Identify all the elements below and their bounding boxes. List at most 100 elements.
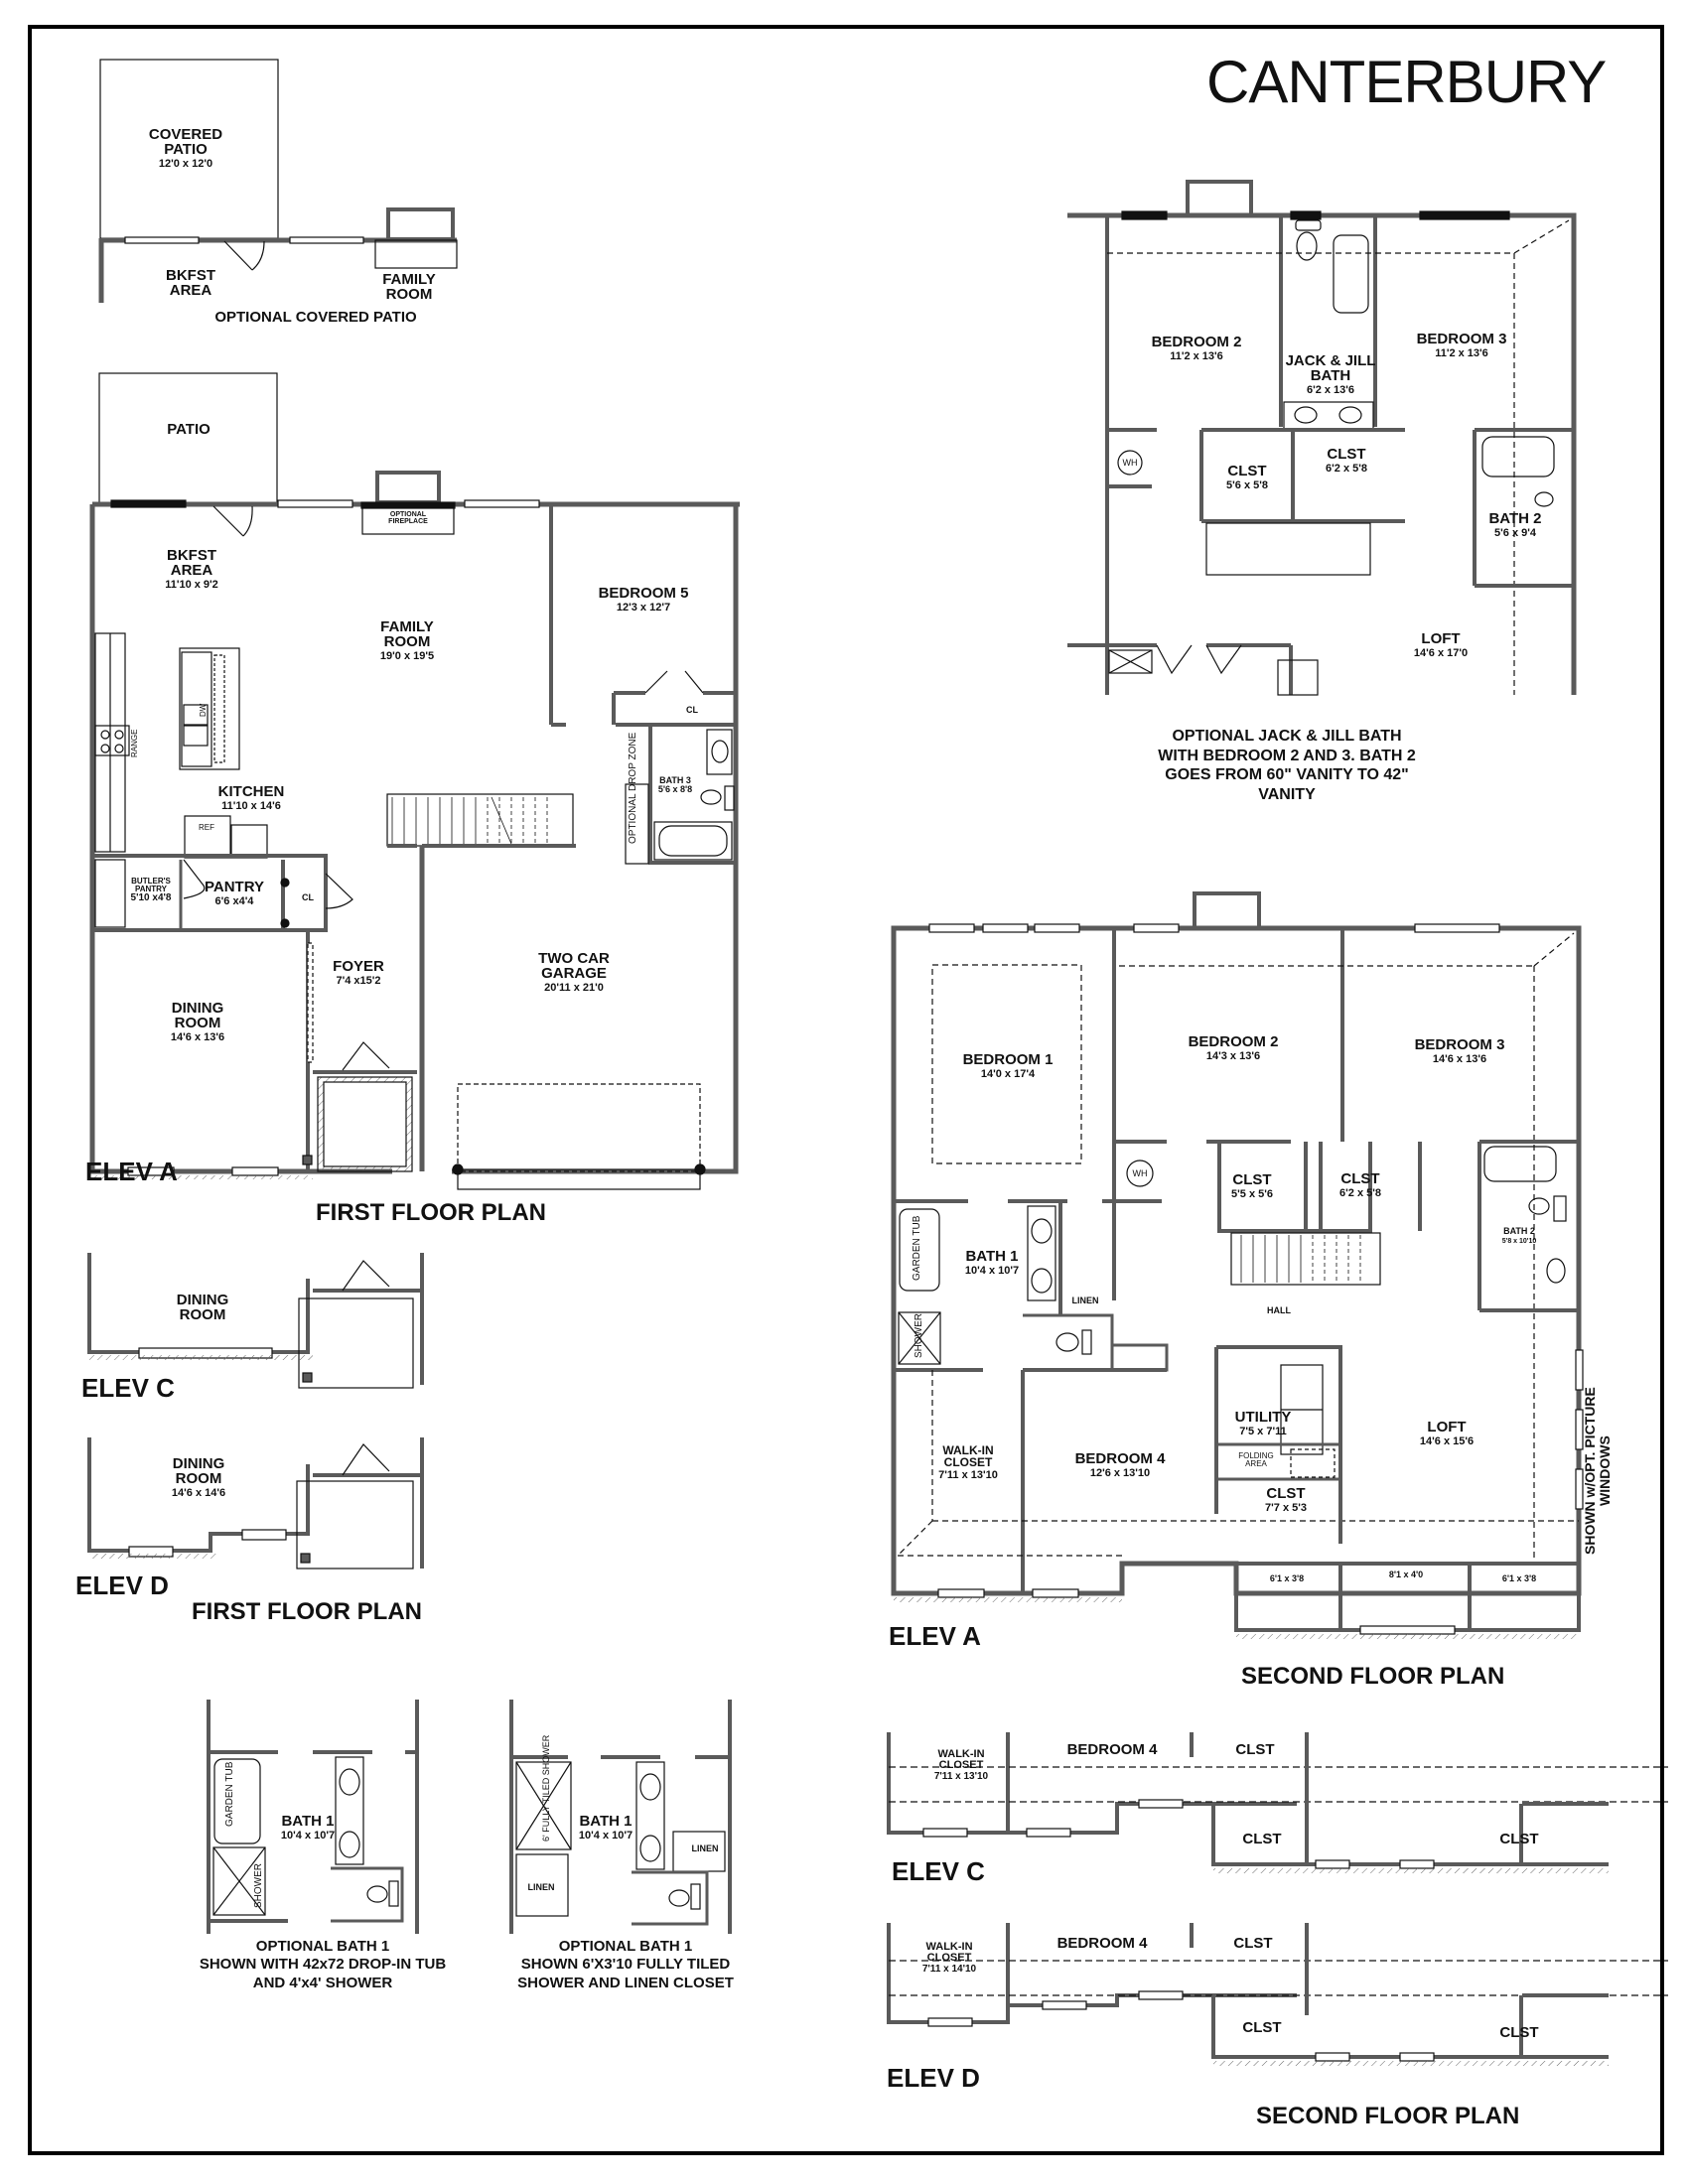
bedroom1-label: BEDROOM 1 14'0 x 17'4: [963, 1052, 1054, 1080]
shower-label: SHOWER: [253, 1863, 264, 1908]
bedroom1-dims: 14'0 x 17'4: [980, 1068, 1036, 1080]
utility-name: UTILITY: [1234, 1409, 1292, 1426]
bkfst-line2: AREA: [169, 282, 212, 299]
foyer-name: FOYER: [333, 958, 384, 975]
bath-option2-label: BATH 1 10'4 x 10'7: [579, 1814, 633, 1842]
elev-d-dining-line1: DINING: [172, 1455, 225, 1472]
jj-bedroom3-name: BEDROOM 3: [1416, 331, 1507, 347]
elev-d-walkin-dims: 7'11 x 14'10: [921, 1964, 977, 1975]
clst-c-dims: 7'7 x 5'3: [1265, 1502, 1307, 1514]
butlers-line1: BUTLER'S: [131, 877, 171, 886]
covered-patio-name-2: PATIO: [164, 141, 208, 158]
closet-mid-dims: 8'1 x 4'0: [1388, 1570, 1424, 1579]
bedroom3-name: BEDROOM 3: [1414, 1036, 1505, 1053]
folding-line1: FOLDING: [1238, 1451, 1274, 1460]
jj-bedroom3-dims: 11'2 x 13'6: [1435, 347, 1488, 359]
kitchen-label: KITCHEN 11'10 x 14'6: [218, 784, 285, 812]
bedroom2-dims: 14'3 x 13'6: [1205, 1050, 1261, 1062]
bath-option2-name: BATH 1: [579, 1813, 633, 1830]
butlers-pantry-label: BUTLER'S PANTRY 5'10 x4'8: [131, 878, 172, 903]
first-elev-d-label: ELEV D: [75, 1570, 169, 1600]
fireplace-line1: OPTIONAL: [389, 511, 427, 518]
bath3-dims: 5'6 x 8'8: [657, 784, 693, 794]
family-room-label: FAMILY ROOM 19'0 x 19'5: [380, 619, 434, 662]
covered-patio-label: COVERED PATIO 12'0 x 12'0: [149, 127, 222, 170]
loft-dims: 14'6 x 15'6: [1419, 1435, 1475, 1447]
elev-c-walkin-line2: CLOSET: [938, 1759, 984, 1771]
clst-b-label: CLST 6'2 x 5'8: [1339, 1171, 1381, 1199]
elev-d-dining-label: DINING ROOM 14'6 x 14'6: [172, 1456, 225, 1499]
garage-line1: TWO CAR: [538, 950, 610, 967]
covered-patio-name-1: COVERED: [148, 126, 223, 143]
bath3-name: BATH 3: [659, 775, 691, 785]
clst-c-name: CLST: [1266, 1485, 1306, 1502]
picture-windows-note-2: WINDOWS: [1597, 1435, 1614, 1506]
bkfst-line1: BKFST: [166, 267, 215, 284]
bedroom2-name: BEDROOM 2: [1188, 1033, 1279, 1050]
linen1-label: LINEN: [527, 1882, 555, 1892]
optional-covered-patio-caption: OPTIONAL COVERED PATIO: [214, 309, 417, 326]
pantry-label: PANTRY 6'6 x4'4: [205, 880, 264, 907]
drop-zone-line1: OPTIONAL: [628, 793, 638, 844]
second-floor-elev-c-d-drawing: [887, 1732, 1668, 2066]
jj-bath-line2: BATH: [1310, 367, 1351, 384]
bedroom5-dims: 12'3 x 12'7: [616, 602, 671, 614]
bath3-label: BATH 3 5'6 x 8'8: [658, 776, 692, 794]
water-heater-label: WH: [1132, 1168, 1148, 1178]
bkfst-area-line1: BKFST: [167, 547, 216, 564]
jj-bath2-label: BATH 2 5'6 x 9'4: [1488, 511, 1541, 539]
garden-tub-2-label: GARDEN TUB: [912, 1215, 922, 1281]
bedroom2-label: BEDROOM 2 14'3 x 13'6: [1189, 1034, 1279, 1062]
folding-area-label: FOLDING AREA: [1238, 1452, 1274, 1468]
closet-left-dims: 6'1 x 3'8: [1269, 1573, 1305, 1583]
utility-label: UTILITY 7'5 x 7'11: [1235, 1410, 1292, 1437]
bath-option1-label: BATH 1 10'4 x 10'7: [281, 1814, 335, 1842]
jj-clst1-label: CLST 5'6 x 5'8: [1226, 464, 1268, 491]
jj-loft-dims: 14'6 x 17'0: [1413, 647, 1469, 659]
elev-c-bedroom4-label: BEDROOM 4: [1066, 1741, 1158, 1758]
jj-note-3: GOES FROM 60" VANITY TO 42": [1165, 766, 1409, 784]
jj-bath2-name: BATH 2: [1488, 510, 1542, 527]
bath1-name: BATH 1: [965, 1248, 1019, 1265]
family-room-line2: ROOM: [383, 633, 431, 650]
bath-option1-dims: 10'4 x 10'7: [280, 1830, 336, 1842]
jj-clst2-dims: 6'2 x 5'8: [1326, 463, 1367, 475]
pantry-dims: 6'6 x4'4: [214, 895, 254, 907]
first-floor-elev-c-d-drawing: [87, 1253, 424, 1570]
dining-line2: ROOM: [174, 1015, 221, 1031]
foyer-label: FOYER 7'4 x15'2: [333, 959, 384, 987]
bath1-label: BATH 1 10'4 x 10'7: [965, 1249, 1019, 1277]
jj-bath-dims: 6'2 x 13'6: [1306, 384, 1355, 396]
second-floor-elev-a-label: ELEV A: [889, 1621, 981, 1651]
bedroom5-label: BEDROOM 5 12'3 x 12'7: [599, 586, 689, 614]
bedroom3-label: BEDROOM 3 14'6 x 13'6: [1415, 1037, 1505, 1065]
optional-jack-jill-drawing: [1067, 180, 1577, 696]
picture-windows-note: SHOWN w/OPT. PICTURE WINDOWS: [1582, 1387, 1614, 1555]
bath1-dims: 10'4 x 10'7: [964, 1265, 1020, 1277]
elev-d-clst-right-label: CLST: [1499, 2024, 1539, 2041]
loft-label: LOFT 14'6 x 15'6: [1420, 1420, 1474, 1447]
linen2-label: LINEN: [691, 1843, 719, 1853]
garage-label: TWO CAR GARAGE 20'11 x 21'0: [538, 951, 610, 994]
elev-d-dining-dims: 14'6 x 14'6: [171, 1487, 226, 1499]
jj-bath2-dims: 5'6 x 9'4: [1494, 527, 1536, 539]
elev-d-clst-top-label: CLST: [1233, 1935, 1273, 1952]
bath-option2-caption: OPTIONAL BATH 1 SHOWN 6'X3'10 FULLY TILE…: [517, 1938, 734, 1992]
coat-closet-label: CL: [302, 892, 314, 902]
bedroom4-label: BEDROOM 4 12'6 x 13'10: [1075, 1451, 1166, 1479]
bath-options-drawing: [207, 1700, 732, 1934]
utility-dims: 7'5 x 7'11: [1239, 1426, 1287, 1437]
optional-covered-patio-drawing: [98, 59, 458, 303]
first-floor-drawing: [89, 372, 740, 1190]
jj-clst2-label: CLST 6'2 x 5'8: [1326, 447, 1367, 475]
pantry-name: PANTRY: [205, 879, 264, 895]
second-floor-plan-label-2: SECOND FLOOR PLAN: [1256, 2103, 1520, 2129]
bkfst-area-dims: 11'10 x 9'2: [165, 579, 218, 591]
bedroom1-name: BEDROOM 1: [962, 1051, 1054, 1068]
first-elev-c-label: ELEV C: [81, 1373, 175, 1403]
drop-zone-line2: DROP ZONE: [628, 732, 638, 792]
elev-d-walkin-label: WALK-IN CLOSET 7'11 x 14'10: [922, 1942, 976, 1975]
family-room-line1: FAMILY: [380, 618, 434, 635]
jj-bedroom3-label: BEDROOM 3 11'2 x 13'6: [1417, 332, 1507, 359]
